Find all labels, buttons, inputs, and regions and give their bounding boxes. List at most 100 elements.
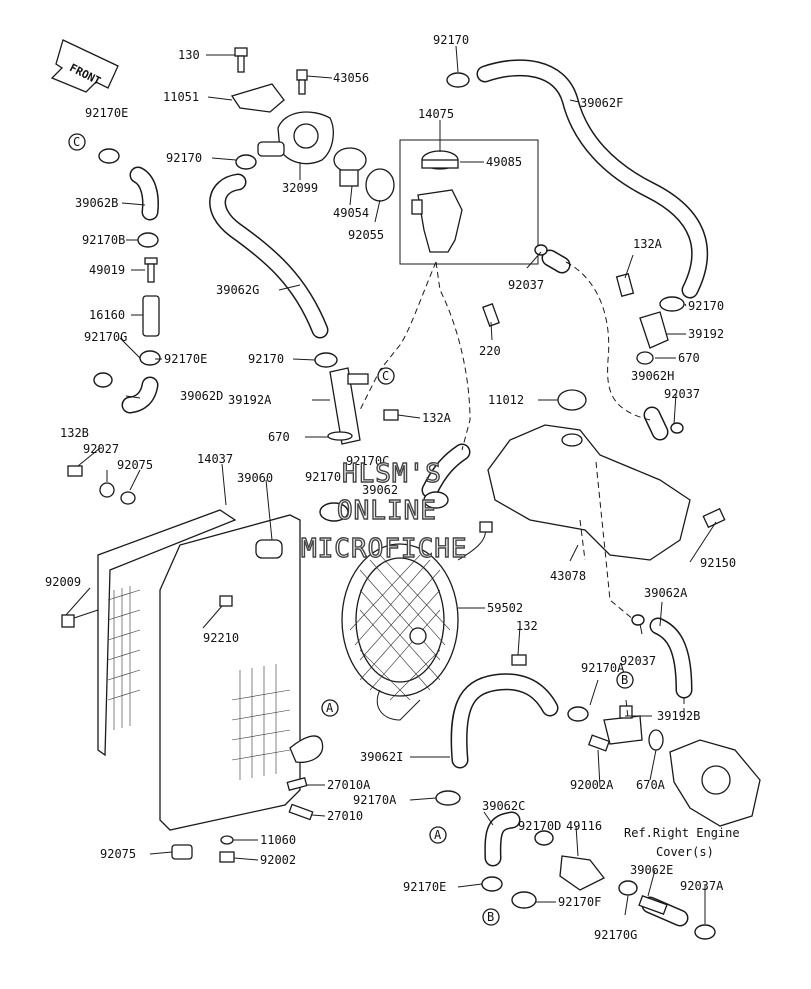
watermark-line1: HLSM'S bbox=[342, 459, 442, 489]
radiator-cap-49085-icon bbox=[421, 150, 459, 170]
drain-bolt-92002-icon bbox=[219, 851, 235, 863]
route-4 bbox=[595, 461, 635, 621]
part-label: 220 bbox=[479, 344, 501, 358]
part-label: 92170B bbox=[82, 233, 125, 247]
callout-b-right: B bbox=[616, 671, 634, 689]
part-label: 92055 bbox=[348, 228, 384, 242]
part-label: 39062H bbox=[631, 369, 674, 383]
callout-b-lower: B bbox=[482, 908, 500, 926]
o-ring-670-upper-icon bbox=[636, 351, 654, 365]
grommet-92075-icon bbox=[120, 491, 136, 505]
thermostat-49054 bbox=[333, 147, 367, 187]
radiator-39060 bbox=[159, 514, 301, 831]
part-label: 670 bbox=[268, 430, 290, 444]
part-label: 92170 bbox=[688, 299, 724, 313]
outlet-elbow bbox=[289, 735, 324, 764]
part-label: 39060 bbox=[237, 471, 273, 485]
collar-92027-icon bbox=[99, 482, 115, 498]
thermostat-housing-32099 bbox=[257, 111, 334, 165]
part-label: 132A bbox=[633, 237, 663, 251]
part-label: 132A bbox=[422, 411, 452, 425]
pipe-39192B bbox=[603, 705, 643, 745]
bolt-92002A-icon bbox=[587, 734, 611, 752]
fitting-39192-icon bbox=[639, 311, 669, 349]
part-label: 670 bbox=[678, 351, 700, 365]
bolt-220-icon bbox=[482, 303, 500, 327]
route-3 bbox=[565, 261, 651, 421]
part-label: 49116 bbox=[566, 819, 602, 833]
part-label: 43078 bbox=[550, 569, 586, 583]
fan-switch-27010A-icon bbox=[286, 777, 308, 791]
part-label: 59502 bbox=[487, 601, 523, 615]
part-label: 27010 bbox=[327, 809, 363, 823]
callout-a-lower: A bbox=[429, 826, 447, 844]
group-box-14075 bbox=[399, 139, 539, 265]
bracket-92210-icon bbox=[219, 595, 233, 607]
bolt-132A-upper-icon bbox=[615, 272, 635, 298]
o-ring-670A-icon bbox=[648, 729, 664, 751]
reserve-tank-43078 bbox=[487, 424, 691, 561]
filter-49116-icon bbox=[559, 855, 605, 891]
part-label: 92027 bbox=[83, 442, 119, 456]
part-label: 92075 bbox=[100, 847, 136, 861]
part-label: 92037 bbox=[664, 387, 700, 401]
part-label: 92150 bbox=[700, 556, 736, 570]
part-label: 92170G bbox=[84, 330, 127, 344]
part-label: 92002 bbox=[260, 853, 296, 867]
part-label: 92210 bbox=[203, 631, 239, 645]
bolt-49019-icon bbox=[144, 257, 158, 283]
watermark-line3: MICROFICHE bbox=[301, 534, 468, 564]
route-7 bbox=[625, 699, 629, 719]
hose-short-92037 bbox=[541, 249, 571, 274]
o-ring-92055 bbox=[365, 168, 395, 202]
tank-cap-11012-icon bbox=[557, 389, 587, 411]
part-label: 39062D bbox=[180, 389, 223, 403]
radiator-screen-14037 bbox=[97, 509, 237, 757]
watermark: HLSM'S ONLINE MICROFICHE bbox=[300, 458, 468, 564]
hose-39062G bbox=[209, 173, 329, 339]
part-label: 130 bbox=[178, 48, 200, 62]
svg-text:B: B bbox=[487, 910, 494, 924]
part-label: 39192A bbox=[228, 393, 272, 407]
bracket-11051 bbox=[230, 83, 285, 113]
part-label: 16160 bbox=[89, 308, 125, 322]
svg-text:B: B bbox=[621, 673, 628, 687]
bolt-132B-icon bbox=[67, 465, 83, 477]
route-1 bbox=[359, 261, 437, 411]
part-label: 49054 bbox=[333, 206, 369, 220]
filter-16160-icon bbox=[142, 295, 160, 337]
hose-39062 bbox=[421, 443, 471, 499]
part-label: 92037A bbox=[680, 879, 724, 893]
part-label: 39062C bbox=[482, 799, 525, 813]
bleeder-43056-icon bbox=[296, 69, 308, 95]
bolt-132A-lower-icon bbox=[383, 409, 399, 421]
ref-note-line2: Cover(s) bbox=[656, 845, 714, 859]
part-label: 92170E bbox=[403, 880, 446, 894]
fan-59502 bbox=[341, 521, 493, 721]
grommet-92075-lower-icon bbox=[171, 844, 193, 860]
part-label: 92002A bbox=[570, 778, 614, 792]
part-label: 39062B bbox=[75, 196, 118, 210]
part-label: 92170F bbox=[558, 895, 601, 909]
part-label: 32099 bbox=[282, 181, 318, 195]
callout-a-rad: A bbox=[321, 699, 339, 717]
part-labels: 92170 130 43056 11051 92170E 14075 39062… bbox=[45, 33, 736, 942]
clamps bbox=[93, 72, 716, 940]
part-label: 92170 bbox=[433, 33, 469, 47]
part-label: 92170A bbox=[581, 661, 625, 675]
part-label: 92170E bbox=[164, 352, 207, 366]
hose-39062A bbox=[649, 617, 693, 699]
ref-note-line1: Ref.Right Engine bbox=[624, 826, 740, 840]
part-label: 49019 bbox=[89, 263, 125, 277]
hose-39062I bbox=[450, 673, 559, 769]
part-label: 92037 bbox=[620, 654, 656, 668]
bolt-132-icon bbox=[511, 654, 527, 666]
part-label: 92170 bbox=[166, 151, 202, 165]
watermark-line2: ONLINE bbox=[337, 496, 437, 526]
route-2 bbox=[435, 261, 471, 451]
part-label: 132 bbox=[516, 619, 538, 633]
part-label: 92037 bbox=[508, 278, 544, 292]
part-label: 92009 bbox=[45, 575, 81, 589]
part-label: 92170 bbox=[248, 352, 284, 366]
